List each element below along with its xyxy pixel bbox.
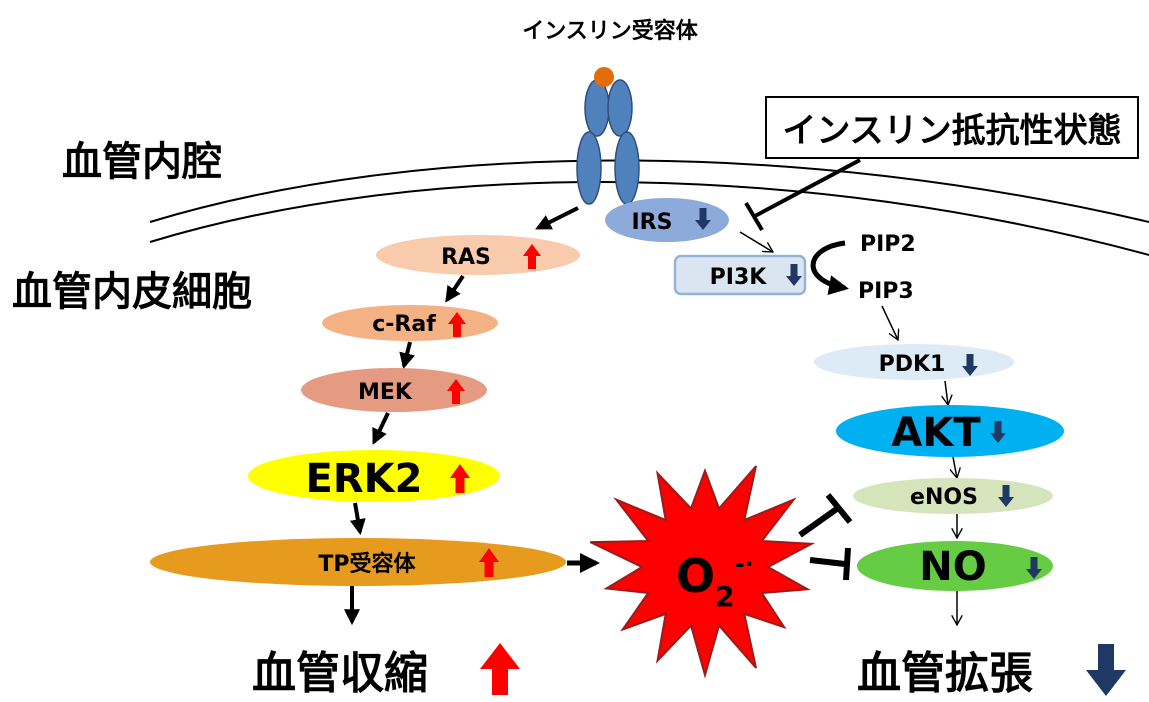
akt-node xyxy=(836,405,1064,457)
receptor-title: インスリン受容体 xyxy=(522,18,699,44)
craf-label: c-Raf xyxy=(372,312,436,337)
superoxide-burst xyxy=(589,465,816,679)
pdk1-down-arrow-icon xyxy=(962,354,978,376)
insulin-receptor-icon xyxy=(576,67,640,205)
mek-up-arrow-icon xyxy=(447,379,465,404)
erk2-to-tp-arrow xyxy=(349,502,366,536)
vasodilation-label: 血管拡張 xyxy=(857,648,1033,698)
no-label: NO xyxy=(919,544,986,590)
erk2-label: ERK2 xyxy=(306,456,423,502)
enos-down-arrow-icon xyxy=(998,485,1014,507)
craf-up-arrow-icon xyxy=(448,312,466,337)
pi3k-node xyxy=(673,254,807,296)
pi3k-down-arrow-icon xyxy=(786,264,802,286)
vasoconstriction-label: 血管収縮 xyxy=(252,648,428,698)
resistance-inhibition-bar xyxy=(744,201,764,232)
mek-label: MEK xyxy=(358,380,413,405)
tp-receptor-node xyxy=(150,538,566,586)
tp-receptor-label: TP受容体 xyxy=(318,551,416,577)
superoxide-inhibits-enos-bar xyxy=(825,493,853,524)
no-node xyxy=(857,541,1053,591)
resistance-inhibition-line xyxy=(754,158,861,218)
akt-label: AKT xyxy=(891,410,981,456)
irs-node xyxy=(605,198,729,242)
insulin-resistance-callout: インスリン抵抗性状態 xyxy=(765,96,1139,159)
insulin-ligand-icon xyxy=(594,67,614,87)
ras-to-craf-arrow xyxy=(445,274,465,303)
ras-up-arrow-icon xyxy=(523,244,541,269)
insulin-resistance-label: インスリン抵抗性状態 xyxy=(782,111,1122,151)
akt-to-enos-arrow xyxy=(953,456,957,478)
pdk1-node xyxy=(814,344,1014,380)
akt-down-arrow-icon xyxy=(990,421,1006,443)
superoxide-label: O2-· xyxy=(676,549,754,613)
craf-to-mek-arrow xyxy=(399,341,415,370)
mek-to-erk2-arrow xyxy=(372,412,390,445)
irs-label: IRS xyxy=(632,210,673,235)
pip2-to-pip3-curve-arrow xyxy=(810,240,849,296)
pdk1-label: PDK1 xyxy=(879,352,946,377)
enos-label: eNOS xyxy=(910,485,978,510)
pi3k-label: PI3K xyxy=(710,265,768,290)
tp-receptor-up-arrow-icon xyxy=(479,548,499,577)
superoxide-inhibits-enos-line xyxy=(798,505,840,538)
erk2-up-arrow-icon xyxy=(450,464,470,493)
superoxide-inhibits-no-line xyxy=(809,557,846,567)
pdk1-to-akt-arrow xyxy=(945,380,948,405)
pip3-to-pdk1-arrow xyxy=(881,305,898,340)
endothelial-cell-label: 血管内皮細胞 xyxy=(12,269,252,315)
ras-label: RAS xyxy=(441,245,491,270)
vasoconstriction-up-arrow-icon xyxy=(480,643,520,695)
pip3-label: PIP3 xyxy=(858,279,914,304)
superoxide-inhibits-no-bar xyxy=(843,547,851,581)
erk2-node xyxy=(248,450,500,502)
mek-node xyxy=(301,368,487,412)
no-down-arrow-icon xyxy=(1026,557,1042,579)
vasodilation-down-arrow-icon xyxy=(1086,644,1126,696)
pip2-label: PIP2 xyxy=(860,232,916,257)
irs-to-pi3k-arrow xyxy=(739,231,773,252)
irs-down-arrow-icon xyxy=(695,208,711,230)
receptor-to-ras-arrow xyxy=(535,206,579,230)
vessel-lumen-label: 血管内腔 xyxy=(62,139,222,185)
